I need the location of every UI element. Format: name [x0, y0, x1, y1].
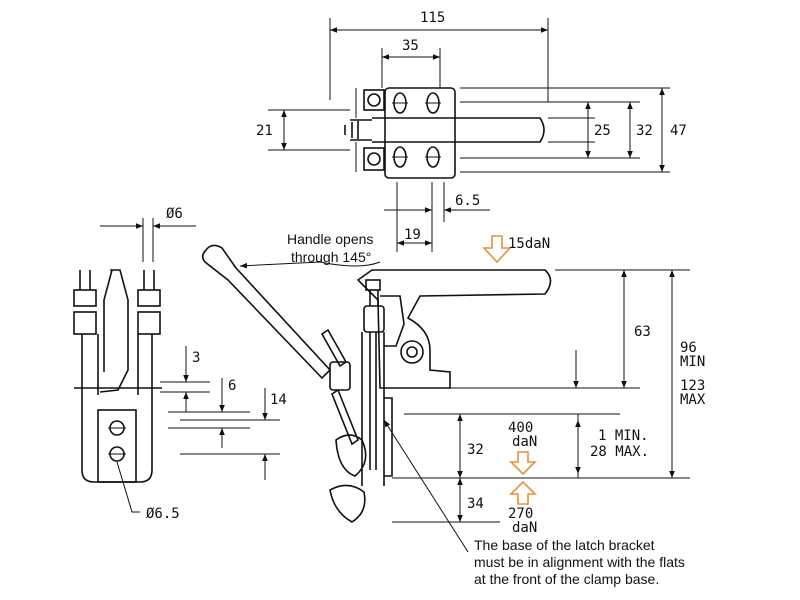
clamp-body — [356, 269, 552, 389]
dim-34-label: 34 — [467, 496, 484, 512]
hold-force-arrow — [509, 451, 537, 476]
side-nut — [137, 289, 161, 307]
dim-63-label: 63 — [634, 324, 651, 340]
hold-force-unit: daN — [512, 434, 537, 450]
side-nut — [73, 311, 97, 335]
note-base-line3: at the front of the clamp base. — [474, 571, 659, 587]
dim-32-main-label: 32 — [467, 442, 484, 458]
dim-47-label: 47 — [670, 123, 687, 139]
hold-force-value: 400 — [508, 420, 533, 436]
dim-dia6-5-label: Ø6.5 — [146, 506, 180, 522]
pivot-pin — [400, 340, 424, 364]
dim-3-label: 3 — [192, 350, 200, 366]
note-base-line1: The base of the latch bracket — [474, 537, 655, 553]
release-force-value: 270 — [508, 506, 533, 522]
adj-min-label: 1 MIN. — [598, 428, 649, 444]
side-nut — [137, 311, 161, 335]
side-view: Ø6 Ø6.5 3 6 14 — [73, 206, 287, 522]
dim-96-min: MIN — [680, 354, 705, 370]
handle-force-label: 15daN — [508, 236, 550, 252]
release-force-unit: daN — [512, 520, 537, 536]
dim-19-label: 19 — [404, 227, 421, 243]
open-handle — [201, 244, 332, 380]
adj-max-label: 28 MAX. — [590, 444, 649, 460]
top-nut-lower — [363, 147, 385, 171]
main-view: Handle opens through 145° 15daN 63 96 MI… — [201, 231, 706, 587]
dim-25-label: 25 — [594, 123, 611, 139]
side-nut — [73, 289, 97, 307]
dim-14-label: 14 — [270, 392, 287, 408]
top-base-plate — [384, 87, 456, 179]
dim-dia6-label: Ø6 — [166, 206, 183, 222]
top-spring — [344, 119, 372, 141]
dim-32-label: 32 — [636, 123, 653, 139]
dim-123-label: 123 — [680, 378, 705, 394]
dim-21-label: 21 — [256, 123, 273, 139]
base-note-leader — [383, 419, 469, 553]
dim-6-5-label: 6.5 — [455, 193, 480, 209]
note-handle-line1: Handle opens — [287, 231, 373, 247]
top-handle — [372, 117, 545, 143]
dim-123-max: MAX — [680, 392, 706, 408]
side-latch-plate — [97, 409, 137, 483]
release-force-arrow — [509, 480, 537, 505]
handle-arrow — [239, 261, 381, 269]
handle-force-arrow — [482, 235, 512, 264]
top-view: 115 35 21 — [256, 10, 687, 252]
dim-115-label: 115 — [420, 10, 445, 26]
top-nut-upper — [363, 89, 385, 111]
note-base-line2: must be in alignment with the flats — [474, 554, 685, 570]
note-handle-line2: through 145° — [291, 249, 371, 265]
dim-35-label: 35 — [402, 38, 419, 54]
dim-6-label: 6 — [228, 378, 236, 394]
dim-96-label: 96 — [680, 340, 697, 356]
